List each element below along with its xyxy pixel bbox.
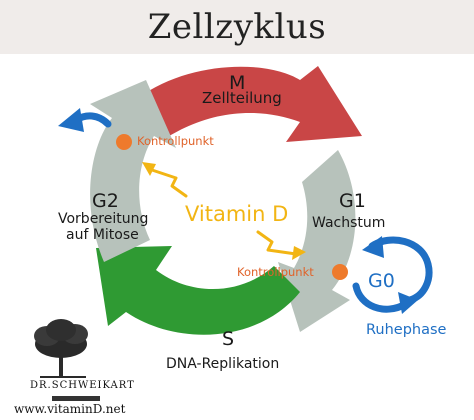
g2-phase-label-line1: Vorbereitung	[58, 211, 149, 227]
checkpoint-dot-bottom	[332, 264, 348, 280]
g0-loop-lower	[352, 282, 410, 313]
checkpoint-label-bottom: Kontrollpunkt	[237, 265, 314, 279]
page-title: Zellzyklus	[147, 7, 327, 47]
checkpoint-label-top: Kontrollpunkt	[137, 134, 214, 148]
g0-phase-label: Ruhephase	[366, 322, 447, 338]
s-phase-label: DNA-Replikation	[166, 356, 280, 372]
g1-phase-arrow	[278, 150, 356, 332]
vitamin-d-label: Vitamin D	[185, 202, 289, 226]
g0-loop-upper-arrowhead	[362, 236, 384, 258]
g2-exit-arrowhead	[58, 108, 84, 132]
m-phase-label: Zellteilung	[202, 89, 282, 107]
checkpoint-dot-top	[116, 134, 132, 150]
vitamin-d-arrow-bottom	[256, 230, 298, 256]
tree-logo	[34, 319, 100, 401]
m-phase-code: M	[229, 72, 246, 94]
vitamin-d-arrowhead-bottom	[292, 246, 306, 260]
g1-phase-code: G1	[339, 190, 366, 212]
title-bar: Zellzyklus	[0, 0, 474, 54]
g2-phase-label-line2: auf Mitose	[66, 227, 139, 243]
vitamin-d-arrowhead-top	[142, 162, 156, 176]
g0-loop-lower-arrowhead	[398, 292, 418, 314]
logo-name: DR.SCHWEIKART	[30, 380, 135, 391]
vitamin-d-arrow-top	[150, 168, 188, 198]
g0-loop-upper	[368, 236, 433, 304]
g2-phase-arrow	[90, 80, 176, 262]
g1-phase-label: Wachstum	[312, 215, 386, 231]
s-phase-code: S	[222, 328, 235, 350]
s-phase-arrow	[96, 246, 300, 335]
m-phase-arrow	[138, 66, 362, 142]
logo-website: www.vitaminD.net	[14, 402, 126, 416]
g0-phase-code: G0	[368, 270, 395, 292]
g2-phase-code: G2	[92, 190, 119, 212]
